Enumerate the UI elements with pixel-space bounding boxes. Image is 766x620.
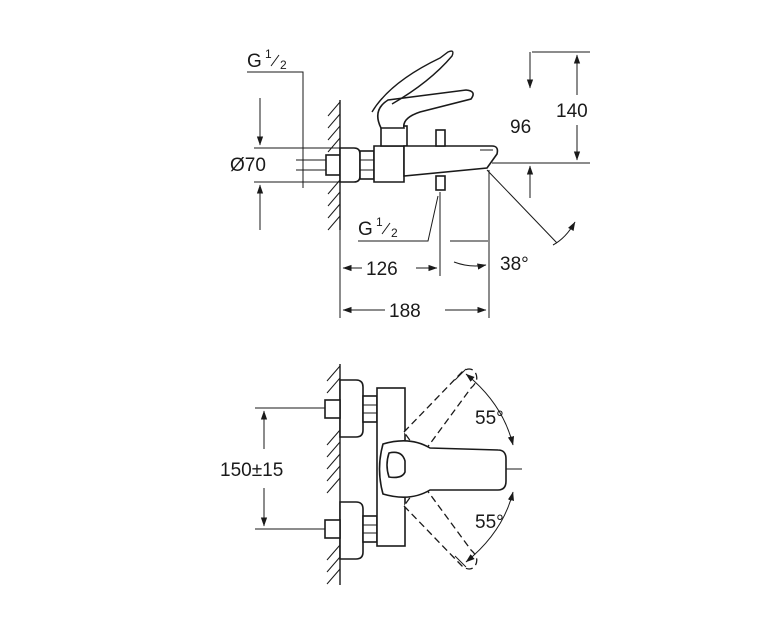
dimension-label-diameter: Ø70	[230, 155, 266, 176]
dimension-label-angle-38: 38°	[500, 254, 529, 275]
thread-label-top: G 1 2	[247, 47, 287, 72]
connection-upper	[324, 379, 378, 438]
side-view: G 1 2 G 1 2 Ø70 96 140 126 188 38°	[230, 47, 590, 322]
dimension-label-188: 188	[389, 301, 421, 322]
dimension-diameter	[254, 98, 340, 230]
dimension-angle-55	[454, 368, 522, 568]
svg-text:G: G	[358, 219, 373, 240]
thread-leader-bottom	[358, 195, 439, 242]
svg-text:G: G	[247, 51, 262, 72]
thread-label-bottom: G 1 2	[358, 215, 398, 240]
mixer-body-top	[376, 368, 507, 570]
dimension-angle-38	[453, 169, 576, 270]
wall-top	[326, 364, 341, 585]
svg-text:1: 1	[376, 215, 383, 229]
dimension-140-96	[492, 51, 590, 198]
dimension-label-angle-55-lower: 55°	[475, 512, 504, 533]
dimension-label-140: 140	[556, 101, 588, 122]
wall-connection	[325, 147, 375, 183]
dimension-126	[339, 182, 488, 318]
svg-text:1: 1	[265, 47, 272, 61]
thread-leader-top	[247, 71, 326, 188]
dimension-188	[342, 170, 490, 318]
top-view: 150±15 55° 55°	[220, 364, 522, 585]
connection-lower	[324, 501, 378, 560]
dimension-150	[255, 407, 325, 530]
dimension-label-angle-55-upper: 55°	[475, 408, 504, 429]
dimension-label-150: 150±15	[220, 460, 283, 481]
svg-text:2: 2	[280, 58, 287, 72]
dimension-label-126: 126	[366, 259, 398, 280]
dimension-label-96: 96	[510, 117, 531, 138]
mixer-body-side	[371, 50, 499, 191]
svg-text:2: 2	[391, 226, 398, 240]
